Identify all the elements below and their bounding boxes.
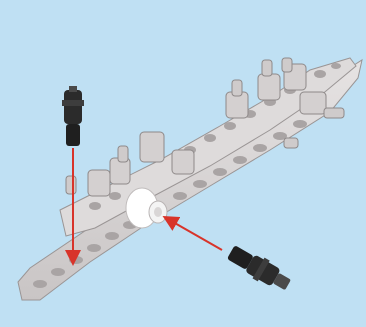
assembly-drawing <box>0 0 366 327</box>
assembly-instruction-illustration <box>0 0 366 327</box>
